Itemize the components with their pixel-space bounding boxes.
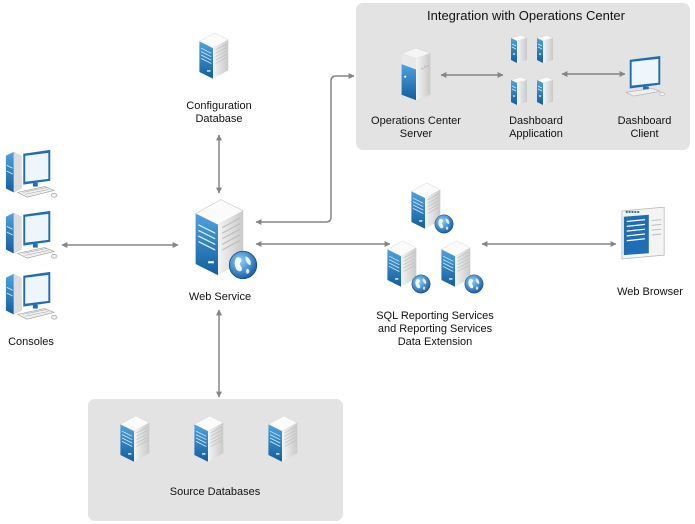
monitor-icon	[624, 55, 666, 99]
config-database-label-1: Configuration	[186, 100, 252, 112]
sql-reporting-label-3: Data Extension	[397, 336, 473, 348]
integration-group-title: Integration with Operations Center	[427, 8, 625, 23]
consoles-label: Consoles	[8, 336, 54, 348]
small-server-icon	[509, 34, 529, 64]
globe-icon	[464, 274, 484, 294]
database-icon	[145, 443, 165, 471]
small-server-icon	[509, 76, 529, 106]
ops-center-label-1: Operations Center	[371, 115, 461, 127]
globe-icon	[434, 214, 454, 234]
database-icon	[224, 60, 244, 88]
globe-icon	[411, 274, 431, 294]
small-server-icon	[535, 76, 555, 106]
source-databases-label: Source Databases	[169, 486, 261, 498]
tower-server-icon	[398, 44, 434, 104]
small-server-icon	[535, 34, 555, 64]
desktop-computer-icon	[4, 209, 58, 263]
database-icon	[293, 443, 313, 471]
desktop-computer-icon	[4, 148, 58, 202]
dashboard-client-label-1: Dashboard	[617, 115, 672, 127]
sql-reporting-label-1: SQL Reporting Services	[376, 310, 494, 322]
arrow-web-integration	[255, 73, 355, 225]
database-icon	[219, 443, 239, 471]
sql-reporting-label-2: and Reporting Services	[377, 323, 493, 335]
config-database-label-2: Database	[195, 113, 243, 125]
globe-icon	[228, 250, 258, 280]
dashboard-app-label-1: Dashboard	[509, 115, 563, 127]
dashboard-app-label-2: Application	[509, 128, 563, 140]
web-browser-label: Web Browser	[617, 286, 683, 298]
web-browser-icon	[620, 207, 668, 261]
dashboard-client-label-2: Client	[630, 128, 659, 140]
ops-center-label-2: Server	[399, 128, 433, 140]
web-service-label: Web Service	[188, 291, 252, 303]
desktop-computer-icon	[4, 270, 58, 324]
